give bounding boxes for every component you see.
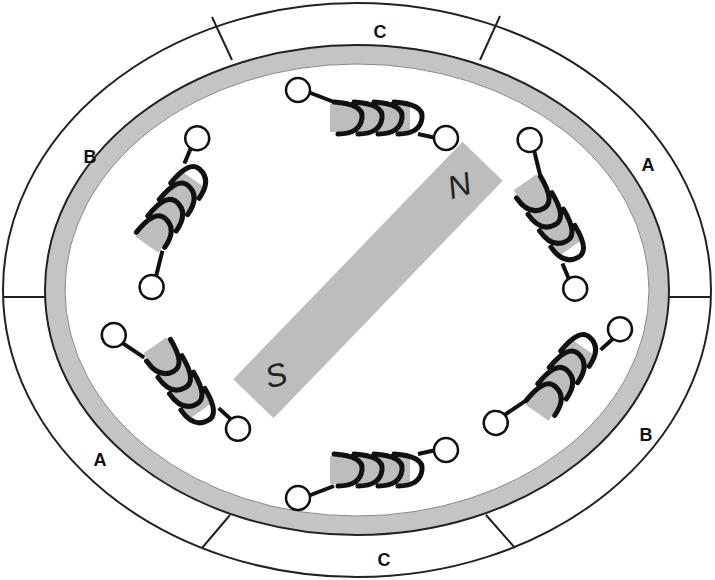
coil-winding (479, 285, 637, 467)
phase-label: C (374, 23, 387, 41)
stator-ring (45, 45, 669, 535)
stator-coils (96, 78, 637, 510)
coil-winding (97, 291, 255, 473)
coil-winding (96, 122, 254, 304)
phase-label: B (640, 426, 653, 444)
phase-label: C (378, 551, 391, 569)
stator-bore (65, 64, 649, 516)
phase-label: A (94, 451, 107, 469)
coil-winding (286, 438, 458, 510)
outer-ring (3, 3, 711, 577)
phase-label: A (642, 156, 655, 174)
phase-label: B (84, 148, 97, 166)
coil-winding (286, 78, 458, 150)
coil-winding (474, 123, 632, 305)
pole-label: N (444, 167, 475, 204)
pole-label: S (261, 357, 290, 394)
segment-dividers (4, 16, 711, 548)
